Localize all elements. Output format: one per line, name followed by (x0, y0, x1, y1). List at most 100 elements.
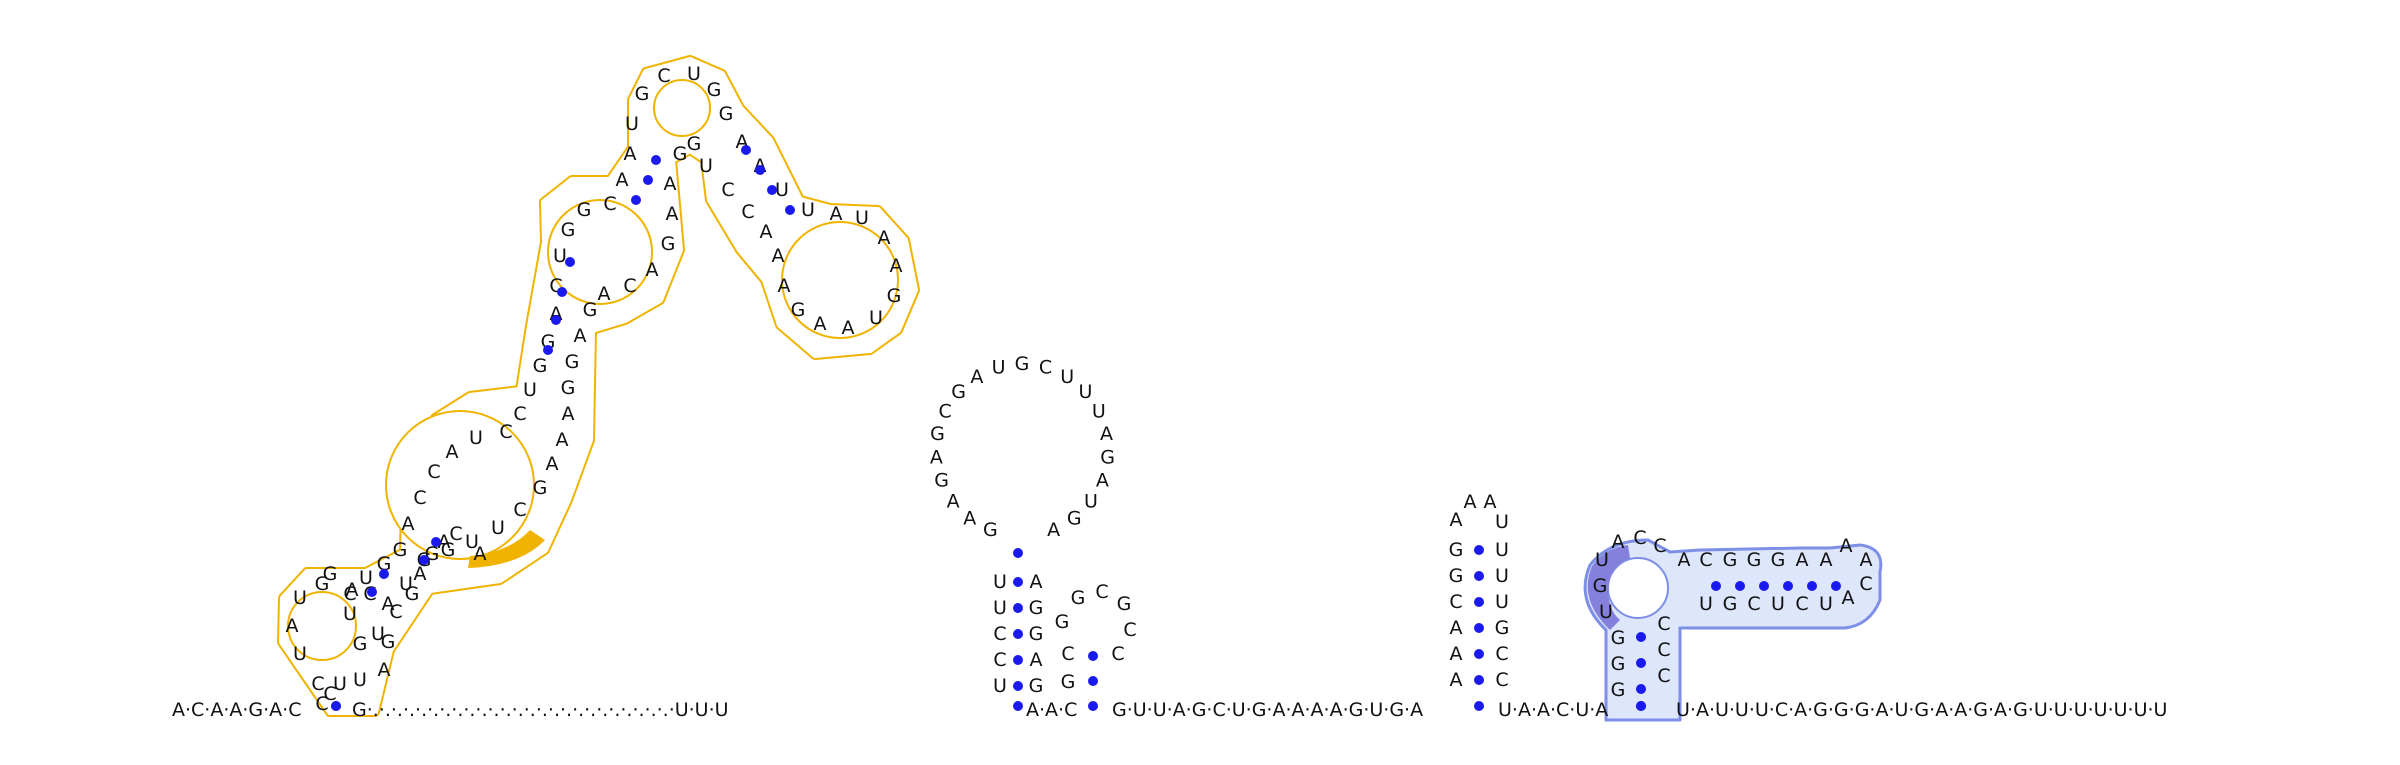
domain-1-nucleotide: C (513, 403, 526, 425)
domain-1-nucleotide: A (664, 173, 677, 195)
base-pair-dot (1474, 571, 1484, 581)
domain-2-nucleotide: G (1611, 679, 1626, 701)
base-pair-dot (1013, 655, 1023, 665)
base-pair-dot (1088, 651, 1098, 661)
hairpin-1-loop-nucleotide: G (1067, 507, 1082, 529)
domain-1-nucleotide: A (438, 531, 451, 553)
hairpin-2-nucleotide: G (1061, 671, 1076, 693)
domain-2-filled-segment (1587, 545, 1630, 630)
base-pair-dot (1474, 545, 1484, 555)
hairpin-1-loop-nucleotide: A (970, 366, 983, 388)
domain-1-nucleotide: G (377, 553, 392, 575)
base-pair-dot (557, 287, 567, 297)
base-pair-dot (1013, 629, 1023, 639)
domain-2-nucleotide: C (1657, 665, 1670, 687)
hairpin-3-loop-nucleotide: A (1450, 509, 1463, 531)
domain-2-nucleotide: G (1723, 549, 1738, 571)
base-pair-dot (1474, 597, 1484, 607)
domain-1-nucleotide: G (381, 631, 396, 653)
base-pair-dot (1474, 675, 1484, 685)
hairpin-1-loop-nucleotide: A (1096, 470, 1109, 492)
domain-2-nucleotide: C (1653, 535, 1666, 557)
domain-1-nucleotide: G (441, 539, 456, 561)
hairpin-1-stem-nucleotide: U (993, 675, 1007, 697)
domain-1-loop-hole-5 (781, 221, 899, 339)
domain-1-nucleotide: A (402, 513, 415, 535)
base-pair-dot (1013, 548, 1023, 558)
domain-2-nucleotide: A (1842, 587, 1855, 609)
base-pair-dot (1013, 681, 1023, 691)
hairpin-3-stem-nucleotide: A (1450, 617, 1463, 639)
domain-2-highlight (1583, 538, 1883, 722)
base-pair-dot (1474, 649, 1484, 659)
domain-1-nucleotide: G (323, 563, 338, 585)
domain-1-filled-segment (468, 530, 545, 568)
domain-1-nucleotide: G (533, 355, 548, 377)
domain-1-nucleotide: U (333, 673, 347, 695)
domain-1-nucleotide: C (603, 193, 616, 215)
hairpin-1-loop-nucleotide: U (992, 356, 1006, 378)
domain-1-nucleotide: A (382, 593, 395, 615)
domain-1-nucleotide: G (577, 199, 592, 221)
domain-1-nucleotide: C (413, 487, 426, 509)
domain-1-loop-hole-3 (547, 199, 653, 305)
domain-2-nucleotide: U (1599, 601, 1613, 623)
domain-1-nucleotide: A (574, 325, 587, 347)
hairpin-3-loop-nucleotide: A (1484, 491, 1497, 513)
domain-1-nucleotide: A (830, 203, 843, 225)
domain-1-loop-hole-1 (287, 591, 357, 661)
hairpin-1-stem-nucleotide: A (1030, 649, 1043, 671)
base-pair-dot (1636, 684, 1646, 694)
hairpin-1-loop-nucleotide: G (983, 519, 998, 541)
hairpin-1-loop-nucleotide: U (1078, 381, 1092, 403)
domain-1-nucleotide: G (887, 285, 902, 307)
domain-1-nucleotide: C (741, 201, 754, 223)
hairpin-1-loop-nucleotide: G (930, 423, 945, 445)
hairpin-1-loop-nucleotide: A (1047, 519, 1060, 541)
domain-2-nucleotide: U (1771, 593, 1785, 615)
hairpin-1-loop-nucleotide: U (1060, 366, 1074, 388)
domain-1-loop-hole-4 (653, 79, 711, 137)
domain-1-nucleotide: A (616, 169, 629, 191)
domain-1-nucleotide: U (869, 307, 883, 329)
hairpin-1-loop-nucleotide: A (930, 447, 943, 469)
domain-1-nucleotide: U (625, 113, 639, 135)
domain-1-nucleotide: A (446, 441, 459, 463)
domain-1-nucleotide: A (546, 453, 559, 475)
domain-1-nucleotide: G (353, 633, 368, 655)
domain-1-nucleotide: G (635, 83, 650, 105)
domain-1-nucleotide: U (399, 573, 413, 595)
base-pair-dot (1088, 701, 1098, 711)
domain-2-nucleotide: A (1612, 531, 1625, 553)
domain-2-nucleotide: C (1657, 613, 1670, 635)
hairpin-1-stem-nucleotide: C (993, 649, 1006, 671)
domain-2-nucleotide: C (1859, 573, 1872, 595)
domain-1-nucleotide: A (556, 429, 569, 451)
base-pair-dot (1636, 701, 1646, 711)
hairpin-3-stem-nucleotide: G (1449, 539, 1464, 561)
base-pair-dot (431, 537, 441, 547)
domain-1-nucleotide: A (842, 317, 855, 339)
domain-2-nucleotide: A (1840, 535, 1853, 557)
domain-1-nucleotide: C (499, 421, 512, 443)
domain-1-nucleotide: G (393, 539, 408, 561)
domain-1-nucleotide: A (474, 543, 487, 565)
domain-1-nucleotide: C (513, 499, 526, 521)
base-pair-dot (631, 195, 641, 205)
domain-1-highlight (277, 55, 920, 717)
base-pair-dot (1636, 658, 1646, 668)
hairpin-1-stem-nucleotide: U (993, 571, 1007, 593)
hairpin-1-stem-nucleotide: G (1029, 623, 1044, 645)
base-pair-dot (565, 257, 575, 267)
domain-1-nucleotide: G (561, 219, 576, 241)
domain-1-nucleotide: U (359, 567, 373, 589)
domain-1-nucleotide: U (801, 199, 815, 221)
sequence-joint-3: U·A·A·C·U·A (1498, 699, 1608, 721)
hairpin-1-loop-nucleotide: A (1100, 423, 1113, 445)
domain-1-nucleotide: G (791, 299, 806, 321)
domain-1-nucleotide: A (878, 227, 891, 249)
domain-2-nucleotide: A (1860, 549, 1873, 571)
hairpin-3-stem-nucleotide: A (1450, 643, 1463, 665)
hairpin-1-stem-nucleotide: C (993, 623, 1006, 645)
domain-1-nucleotide: A (814, 313, 827, 335)
